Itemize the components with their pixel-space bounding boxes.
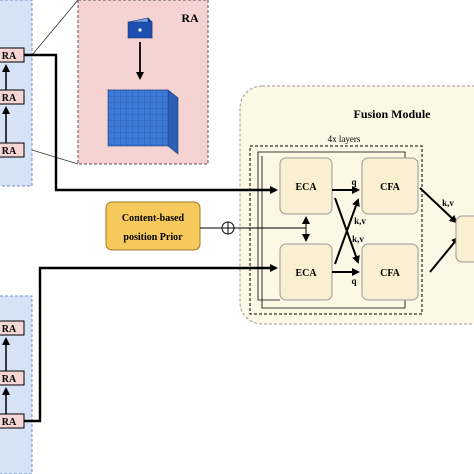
ra-label-top-1: RA [2, 51, 17, 62]
ra-block-top-3 [0, 142, 25, 158]
ra-label-top-2: RA [2, 93, 17, 104]
kv-bottom-label: k,v [352, 234, 364, 244]
output-box [455, 215, 474, 263]
cfa-bottom-label: CFA [380, 268, 401, 279]
q-top-label: q [351, 177, 356, 187]
small-cube-icon [127, 17, 153, 39]
fusion-title: Fusion Module [353, 107, 431, 121]
kv-out-label: k,v [442, 198, 454, 208]
position-prior-box: Content-based position Prior [105, 201, 201, 251]
ra-label-bottom-3: RA [2, 417, 17, 428]
ra-block-top-2 [0, 89, 25, 105]
cfa-bottom-box [361, 243, 419, 301]
top-feature-path [24, 53, 278, 194]
ra-label-bottom-1: RA [2, 324, 17, 335]
layers-label: 4x layers [328, 134, 361, 144]
ra-label-bottom-2: RA [2, 374, 17, 385]
left-stack-top: RA RA RA [0, 0, 33, 187]
fusion-module: Fusion Module 4x layers ECA ECA CFA CFA … [239, 85, 474, 325]
layers-box [249, 145, 423, 315]
ra-block-bottom-1 [0, 320, 25, 336]
grid-cube-icon [107, 89, 179, 155]
prior-line1: Content-based [122, 213, 185, 224]
ra-detail-panel: RA [77, 0, 209, 165]
eca-top-box [279, 157, 333, 215]
eca-top-label: ECA [295, 182, 317, 193]
cfa-top-box [361, 157, 419, 215]
bottom-feature-path [24, 264, 278, 423]
kv-top-label: k,v [354, 216, 366, 226]
ra-block-bottom-2 [0, 370, 25, 386]
ra-panel-title: RA [181, 11, 199, 25]
eca-bottom-label: ECA [295, 268, 317, 279]
ra-label-top-3: RA [2, 146, 17, 157]
q-bottom-label: q [351, 276, 356, 286]
left-stack-bottom: RA RA RA [0, 295, 33, 474]
cfa-top-label: CFA [380, 182, 401, 193]
prior-line2: position Prior [123, 232, 183, 243]
add-operator-icon [221, 221, 235, 235]
